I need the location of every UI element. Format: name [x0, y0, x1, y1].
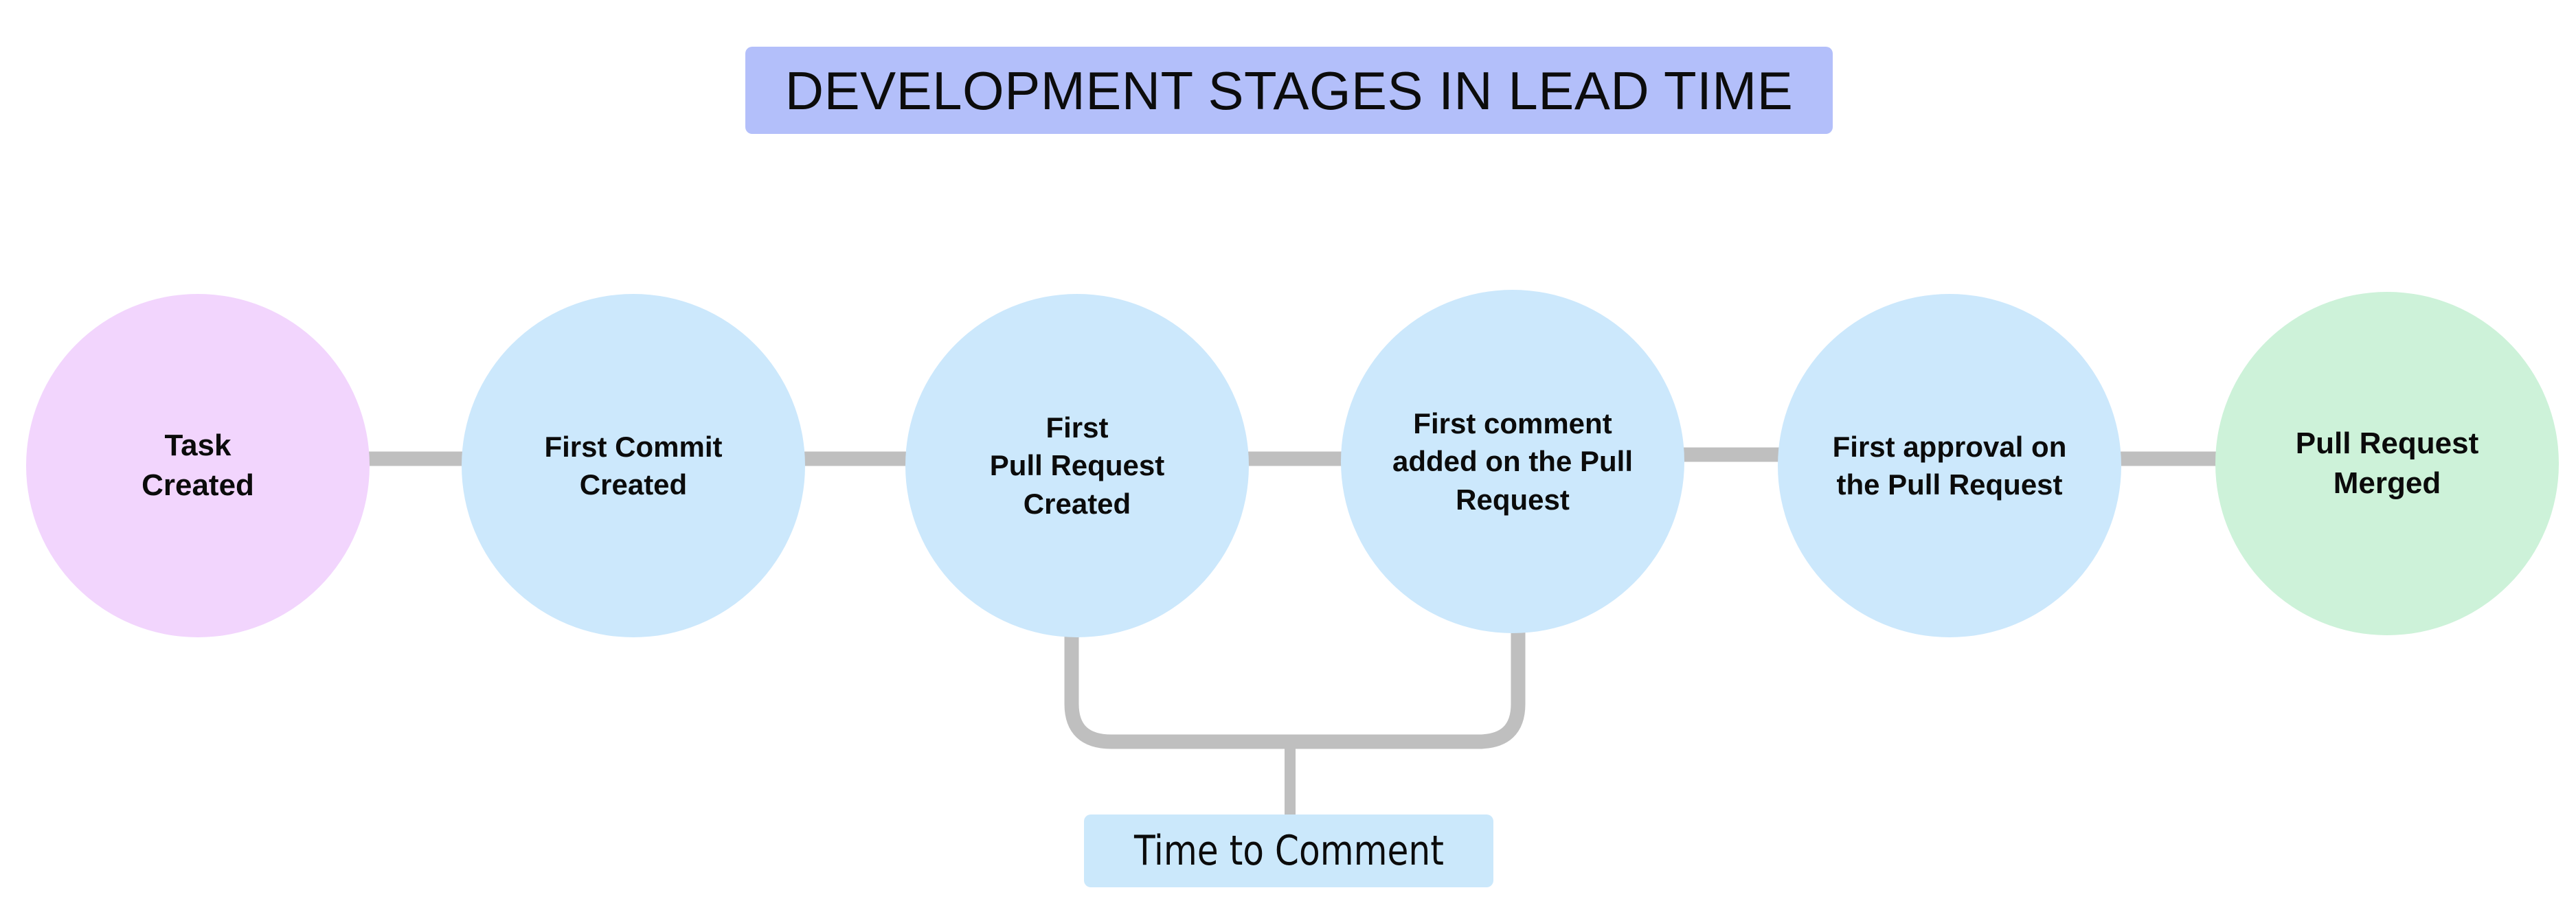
stage-node-task-created[interactable]: Task Created — [26, 294, 370, 637]
stage-node-first-comment-added-on-pull-request[interactable]: First comment added on the Pull Request — [1341, 290, 1684, 633]
annotation-bracket — [1064, 628, 1526, 749]
stage-node-first-commit-created[interactable]: First Commit Created — [462, 294, 805, 637]
annotation-label-time-to-comment[interactable]: Time to Comment — [1084, 814, 1493, 887]
annotation-label-text: Time to Comment — [1133, 827, 1444, 875]
stage-label: First Commit Created — [544, 430, 723, 501]
stage-node-first-pull-request-created[interactable]: First Pull Request Created — [905, 294, 1249, 637]
stage-label: Task Created — [142, 428, 254, 502]
stage-label: First approval on the Pull Request — [1832, 430, 2067, 501]
stage-label: Pull Request Merged — [2295, 426, 2479, 500]
diagram-title-banner: DEVELOPMENT STAGES IN LEAD TIME — [745, 47, 1833, 134]
stage-label: First Pull Request Created — [989, 411, 1165, 520]
stage-label: First comment added on the Pull Request — [1392, 407, 1633, 516]
page-title: DEVELOPMENT STAGES IN LEAD TIME — [784, 60, 1794, 121]
stage-node-pull-request-merged[interactable]: Pull Request Merged — [2215, 292, 2559, 635]
stage-node-first-approval-on-pull-request[interactable]: First approval on the Pull Request — [1778, 294, 2121, 637]
